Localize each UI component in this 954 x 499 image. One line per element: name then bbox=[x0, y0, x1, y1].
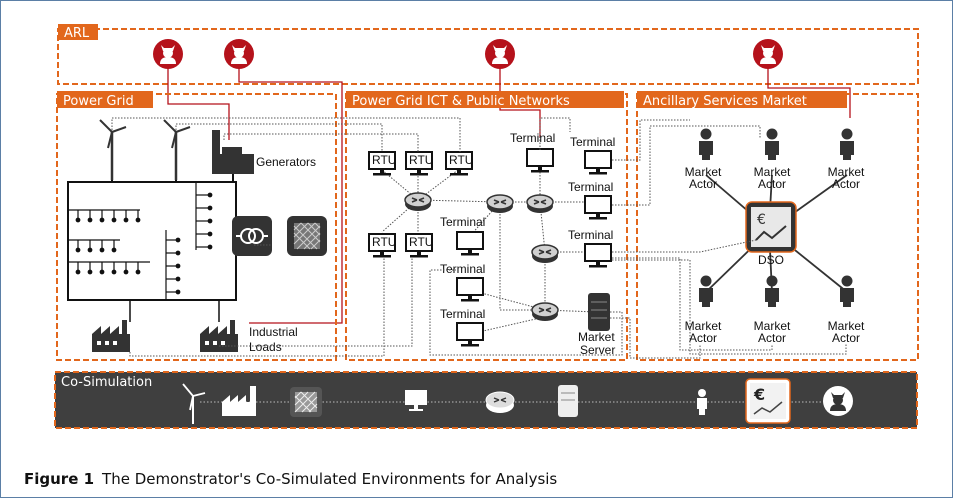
power-grid-title: Power Grid bbox=[63, 94, 134, 109]
market-actor-icon bbox=[765, 128, 779, 160]
market-actor-label: Actor bbox=[832, 177, 860, 191]
terminal-icon bbox=[456, 322, 484, 348]
market-actor-icon bbox=[765, 275, 779, 307]
market-actor-label: Market bbox=[685, 319, 722, 333]
attacker-icon bbox=[153, 39, 183, 69]
transformer-icon bbox=[232, 216, 272, 256]
market-server-label: Market bbox=[578, 330, 615, 344]
server-icon bbox=[558, 385, 578, 417]
ict-section: Power Grid ICT & Public Networks RTU bbox=[345, 91, 628, 361]
attacker-icon bbox=[753, 39, 783, 69]
rtu-icon: RTU bbox=[368, 151, 396, 177]
terminal-label: Terminal bbox=[568, 228, 613, 242]
svg-text:€: € bbox=[753, 385, 765, 404]
terminal-icon bbox=[456, 231, 484, 257]
market-actor-label: Actor bbox=[689, 331, 717, 345]
rtu-icon: RTU bbox=[445, 151, 473, 177]
market-actor-label: Actor bbox=[758, 177, 786, 191]
dso-icon: € bbox=[745, 378, 791, 424]
market-actor-label: Market bbox=[828, 165, 865, 179]
factory-icon bbox=[222, 386, 256, 416]
rtu-icon: RTU bbox=[368, 233, 396, 259]
rtu-label: RTU bbox=[372, 153, 396, 167]
attacker-icon bbox=[823, 386, 853, 416]
wind-turbine-icon bbox=[98, 118, 128, 182]
figure-caption-text: The Demonstrator's Co-Simulated Environm… bbox=[102, 470, 558, 488]
industrial-label: Industrial bbox=[249, 325, 298, 339]
rtu-icon: RTU bbox=[405, 233, 433, 259]
arl-section: ARL bbox=[57, 24, 919, 85]
rtu-label: RTU bbox=[409, 235, 433, 249]
loads-label: Loads bbox=[249, 340, 282, 354]
ict-title: Power Grid ICT & Public Networks bbox=[352, 94, 570, 109]
power-grid-section: Power Grid Generators bbox=[56, 91, 337, 361]
router-icon bbox=[531, 302, 559, 322]
arl-title: ARL bbox=[64, 26, 90, 41]
attacker-icon bbox=[224, 39, 254, 69]
storage-icon bbox=[287, 216, 327, 256]
terminal-label: Terminal bbox=[510, 131, 555, 145]
factory-icon bbox=[92, 320, 130, 352]
wind-turbine-icon bbox=[182, 383, 206, 424]
terminal-icon bbox=[584, 195, 612, 221]
attacker-icon bbox=[485, 39, 515, 69]
terminal-label: Terminal bbox=[440, 307, 485, 321]
terminal-label: Terminal bbox=[440, 262, 485, 276]
market-actor-label: Actor bbox=[758, 331, 786, 345]
router-icon bbox=[486, 194, 514, 214]
figure-number: Figure 1 bbox=[24, 470, 95, 488]
market-actor-icon bbox=[699, 128, 713, 160]
market-title: Ancillary Services Market bbox=[643, 94, 807, 109]
factory-icon bbox=[200, 320, 238, 352]
terminal-icon bbox=[584, 243, 612, 269]
market-actor-icon bbox=[840, 128, 854, 160]
market-actor-label: Market bbox=[685, 165, 722, 179]
market-actor-icon bbox=[699, 275, 713, 307]
terminal-label: Terminal bbox=[440, 215, 485, 229]
market-actor-label: Actor bbox=[689, 177, 717, 191]
router-icon bbox=[531, 244, 559, 264]
cosim-section: Co-Simulation bbox=[54, 371, 918, 429]
terminal-icon bbox=[405, 390, 427, 411]
market-server-label: Server bbox=[580, 343, 615, 357]
market-actor-label: Actor bbox=[832, 331, 860, 345]
wind-turbine-icon bbox=[162, 118, 192, 182]
router-icon bbox=[404, 192, 432, 212]
market-actor-label: Market bbox=[754, 319, 791, 333]
terminal-icon bbox=[456, 277, 484, 303]
dso-label: DSO bbox=[758, 253, 784, 267]
rtu-label: RTU bbox=[449, 153, 473, 167]
figure-caption: Figure 1 The Demonstrator's Co-Simulated … bbox=[24, 470, 557, 488]
storage-icon bbox=[290, 387, 322, 417]
router-icon bbox=[485, 391, 515, 413]
dso-icon: € bbox=[745, 201, 797, 253]
rtu-label: RTU bbox=[372, 235, 396, 249]
generators-label: Generators bbox=[256, 155, 316, 169]
router-icon bbox=[526, 194, 554, 214]
rtu-label: RTU bbox=[409, 153, 433, 167]
market-actor-label: Market bbox=[754, 165, 791, 179]
market-actor-label: Market bbox=[828, 319, 865, 333]
terminal-label: Terminal bbox=[570, 135, 615, 149]
svg-text:€: € bbox=[757, 212, 766, 228]
cosim-title: Co-Simulation bbox=[61, 375, 152, 390]
terminal-icon bbox=[584, 150, 612, 176]
terminal-icon bbox=[526, 148, 554, 174]
market-section: Ancillary Services Market Market Actor M… bbox=[636, 91, 919, 361]
terminal-label: Terminal bbox=[568, 180, 613, 194]
generator-icon bbox=[212, 130, 254, 174]
person-icon bbox=[697, 389, 707, 415]
rtu-icon: RTU bbox=[405, 151, 433, 177]
market-actor-icon bbox=[840, 275, 854, 307]
market-server-icon bbox=[588, 293, 610, 331]
